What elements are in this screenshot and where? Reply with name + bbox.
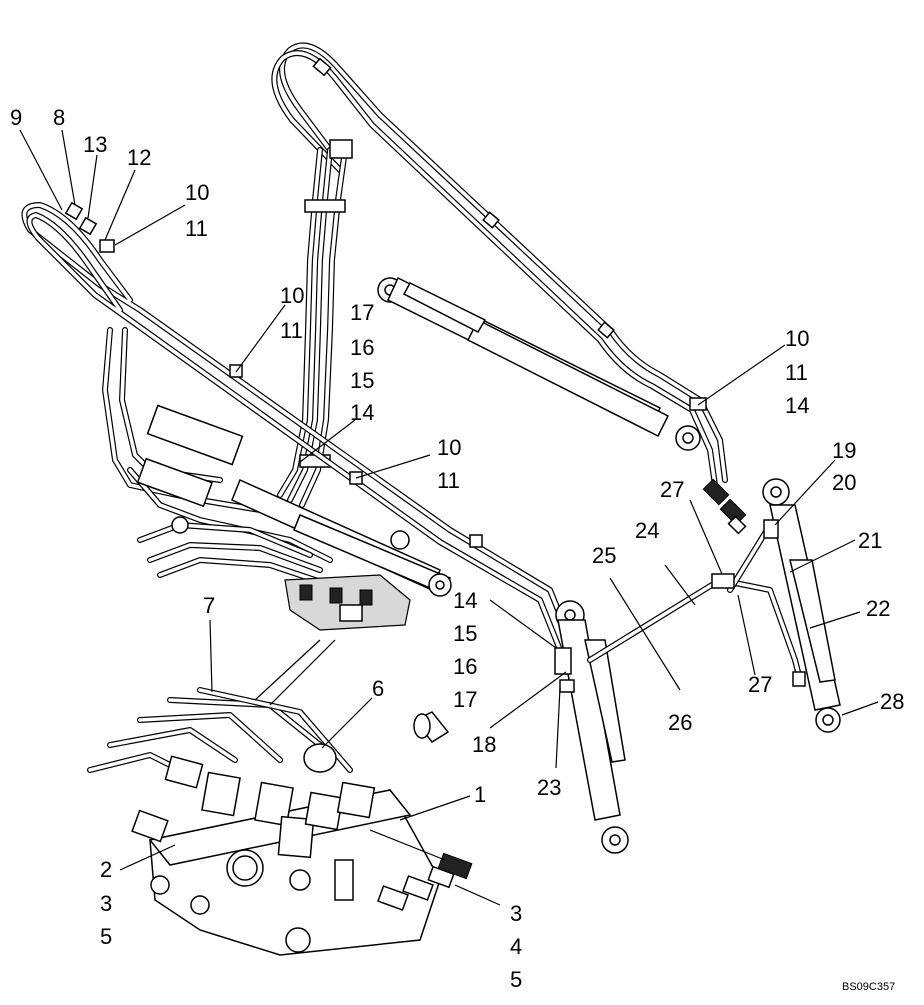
tee-fitting — [711, 573, 735, 589]
callout-1: 1 — [474, 782, 486, 807]
hose-fitting — [78, 216, 98, 236]
callout-3: 3 — [510, 901, 522, 926]
hose-fitting — [64, 201, 84, 221]
callout-21: 21 — [858, 528, 882, 553]
elbow-fitting — [277, 815, 315, 859]
elbow-fitting — [304, 791, 344, 831]
callout-15: 15 — [350, 368, 374, 393]
callout-4: 4 — [510, 934, 522, 959]
callout-16: 16 — [453, 654, 477, 679]
hose-nut — [303, 743, 337, 773]
pipe-block — [329, 139, 353, 159]
spool-fitting — [402, 875, 434, 901]
callout-2: 2 — [100, 857, 112, 882]
pipe-clamp — [597, 321, 615, 339]
boom-cylinder-upper — [377, 276, 701, 451]
center-vertical-pipes — [277, 139, 353, 508]
callout-6: 6 — [372, 676, 384, 701]
port-fitting — [131, 809, 169, 843]
drawing-code: BS09C357 — [842, 981, 895, 993]
callout-19: 19 — [832, 438, 856, 463]
callout-28: 28 — [880, 689, 904, 714]
callout-11: 11 — [785, 360, 808, 385]
callout-5: 5 — [510, 967, 522, 992]
callout-17: 17 — [350, 300, 374, 325]
callout-11: 11 — [437, 468, 460, 493]
callout-15: 15 — [453, 621, 477, 646]
callout-10: 10 — [280, 283, 304, 308]
elbow-fitting — [254, 781, 294, 827]
callout-11: 11 — [280, 318, 303, 343]
elbow-fitting — [164, 755, 204, 789]
callout-22: 22 — [866, 596, 890, 621]
pipe-clamp — [469, 534, 483, 548]
callout-9: 9 — [10, 105, 22, 130]
callout-14: 14 — [350, 400, 374, 425]
callout-24: 24 — [635, 518, 659, 543]
spool-fitting — [377, 885, 409, 911]
callout-14: 14 — [453, 588, 477, 613]
quick-coupler — [702, 478, 747, 535]
callout-7: 7 — [203, 593, 215, 618]
pipe-clamp — [689, 397, 707, 411]
hose-fitting — [554, 647, 572, 675]
callout-18: 18 — [472, 732, 496, 757]
main-control-valve — [87, 687, 473, 956]
callout-23: 23 — [537, 775, 561, 800]
pipe-clamp — [482, 211, 500, 229]
adapter-fitting — [413, 711, 450, 743]
callout-13: 13 — [83, 132, 107, 157]
callout-3: 3 — [100, 891, 112, 916]
elbow-fitting — [336, 781, 376, 819]
left-pipe-loop — [21, 201, 573, 653]
upper-right-pipe-loop — [271, 42, 747, 535]
callout-26: 26 — [668, 710, 692, 735]
electrical-connector — [437, 852, 473, 880]
callout-27: 27 — [748, 672, 772, 697]
hose-fitting — [763, 519, 779, 539]
hose-fitting — [559, 679, 575, 693]
pipe-manifold-block — [146, 404, 244, 466]
callout-20: 20 — [832, 470, 856, 495]
callout-labels: 9 8 13 12 10 11 10 11 17 16 15 14 10 11 … — [10, 105, 904, 993]
callout-14: 14 — [785, 393, 809, 418]
callout-10: 10 — [185, 180, 209, 205]
hose-fitting — [792, 671, 806, 687]
pipe-manifold-block — [136, 457, 213, 508]
manifold-pipe-bundle — [127, 404, 333, 588]
callout-5: 5 — [100, 924, 112, 949]
tilt-cylinder-right — [711, 478, 841, 733]
callout-11: 11 — [185, 216, 208, 241]
pipe-clamp — [304, 199, 346, 213]
callout-27: 27 — [660, 477, 684, 502]
callout-16: 16 — [350, 335, 374, 360]
callout-12: 12 — [127, 145, 151, 170]
pipe-clamp — [312, 57, 332, 77]
callout-17: 17 — [453, 687, 477, 712]
tilt-cylinder-left — [554, 577, 723, 854]
callout-10: 10 — [785, 326, 809, 351]
small-cylinder-center — [231, 478, 452, 597]
spool — [334, 859, 354, 901]
valve-block-small — [284, 574, 411, 631]
callout-25: 25 — [592, 543, 616, 568]
leader-lines — [19, 129, 879, 906]
callout-8: 8 — [53, 105, 65, 130]
pipe-clamp — [99, 239, 115, 253]
callout-10: 10 — [437, 435, 461, 460]
elbow-fitting — [201, 771, 241, 817]
